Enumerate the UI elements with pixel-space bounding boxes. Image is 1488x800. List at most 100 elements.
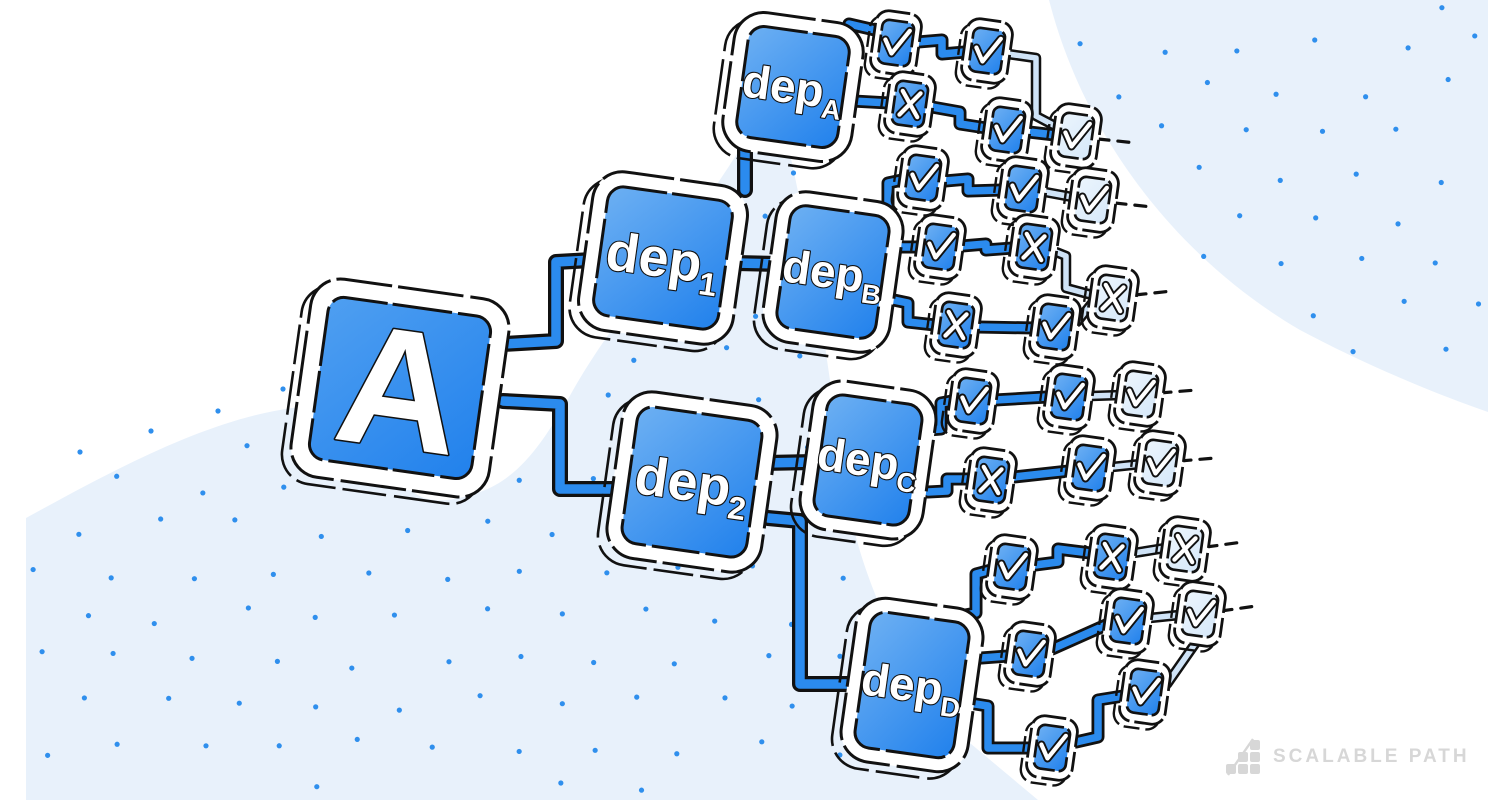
check-node-depD-7 bbox=[1019, 714, 1079, 787]
dot bbox=[723, 345, 730, 351]
dot bbox=[446, 659, 452, 665]
pipe bbox=[884, 176, 906, 211]
check-node-depC-3 bbox=[1107, 360, 1167, 433]
dot bbox=[1475, 301, 1482, 307]
pipe-pale bbox=[1053, 249, 1095, 298]
dot bbox=[77, 449, 83, 455]
dot bbox=[366, 570, 372, 576]
check-node-depC-1 bbox=[940, 367, 1000, 440]
dot bbox=[1432, 260, 1438, 266]
dot bbox=[114, 741, 120, 747]
dot bbox=[429, 744, 435, 750]
check-node-depD-4 bbox=[997, 620, 1057, 693]
dot bbox=[108, 575, 114, 581]
dot bbox=[559, 701, 565, 707]
dot bbox=[634, 694, 640, 700]
check-node-depC-6 bbox=[1127, 429, 1187, 502]
scalable-path-icon bbox=[1226, 738, 1260, 776]
dashed-line bbox=[1158, 388, 1198, 395]
dot bbox=[1312, 37, 1318, 43]
dot bbox=[1472, 33, 1478, 39]
dot bbox=[189, 655, 195, 661]
dot bbox=[1359, 255, 1365, 262]
dot bbox=[354, 736, 360, 743]
node-depA: depA bbox=[712, 11, 865, 170]
check-node-depB-3 bbox=[1060, 166, 1120, 239]
node-fill bbox=[620, 405, 764, 559]
dot bbox=[200, 490, 206, 496]
dot bbox=[151, 620, 157, 627]
node-label: depB bbox=[778, 239, 886, 311]
cross-icon bbox=[943, 309, 969, 341]
dot bbox=[712, 618, 718, 624]
dot bbox=[516, 568, 522, 574]
check-node-depD-2 bbox=[1079, 523, 1139, 596]
dot bbox=[1405, 45, 1411, 51]
dashed-line bbox=[1178, 456, 1217, 463]
check-node-depB-5 bbox=[1001, 213, 1061, 286]
dot bbox=[674, 751, 680, 757]
check-icon bbox=[1056, 382, 1085, 410]
dot bbox=[114, 473, 120, 479]
dot bbox=[722, 695, 728, 701]
pipe bbox=[1025, 128, 1059, 139]
check-node-depB-2 bbox=[990, 155, 1050, 228]
dot bbox=[631, 357, 637, 363]
background-dots bbox=[30, 5, 1482, 793]
dot bbox=[1443, 346, 1449, 352]
check-icon bbox=[974, 36, 1003, 64]
dot bbox=[191, 576, 198, 582]
check-node-depD-5 bbox=[1095, 587, 1155, 660]
dot bbox=[203, 743, 209, 749]
check-node-depD-1 bbox=[979, 533, 1039, 606]
dot bbox=[274, 658, 281, 664]
dot bbox=[215, 408, 221, 414]
dot bbox=[1077, 41, 1083, 47]
dot bbox=[45, 752, 51, 758]
check-node-depB-1 bbox=[890, 144, 950, 217]
dot bbox=[1273, 91, 1279, 97]
node-fill bbox=[775, 204, 891, 340]
check-node-depD-3 bbox=[1152, 515, 1212, 588]
scalable-path-text: SCALABLE PATH bbox=[1273, 746, 1470, 767]
dot bbox=[405, 527, 411, 534]
check-icon bbox=[999, 552, 1028, 580]
dot bbox=[1353, 171, 1359, 177]
dot bbox=[276, 743, 282, 749]
check-node-depA-1 bbox=[863, 9, 923, 82]
cross-icon bbox=[1100, 282, 1126, 314]
dot bbox=[270, 571, 276, 577]
node-label: dep1 bbox=[601, 221, 723, 303]
dot bbox=[1319, 128, 1326, 134]
pipe bbox=[1048, 621, 1110, 653]
check-icon bbox=[1080, 185, 1109, 213]
cross-icon bbox=[897, 88, 923, 120]
dot bbox=[244, 443, 250, 449]
pipe bbox=[1010, 467, 1073, 481]
dot bbox=[445, 576, 451, 582]
dot bbox=[516, 477, 522, 483]
dot bbox=[1313, 215, 1319, 221]
dot bbox=[166, 695, 172, 701]
dot bbox=[1439, 5, 1445, 11]
dot bbox=[1445, 76, 1451, 83]
check-icon bbox=[1063, 121, 1092, 149]
dot bbox=[766, 653, 772, 659]
dot bbox=[1201, 253, 1207, 260]
dot bbox=[592, 747, 598, 753]
dot bbox=[605, 392, 611, 398]
check-node-depC-4 bbox=[958, 446, 1018, 519]
check-icon bbox=[994, 115, 1023, 143]
check-node-depA-3 bbox=[877, 70, 937, 143]
check-icon bbox=[1039, 733, 1068, 761]
dot bbox=[1438, 179, 1444, 186]
check-icon bbox=[1127, 379, 1156, 407]
cross-icon bbox=[1099, 541, 1125, 573]
check-icon bbox=[1187, 599, 1216, 627]
dot bbox=[797, 353, 803, 359]
dot bbox=[516, 748, 522, 755]
node-label: depA bbox=[738, 54, 846, 126]
node-fill bbox=[735, 25, 851, 149]
pipe bbox=[498, 396, 629, 494]
